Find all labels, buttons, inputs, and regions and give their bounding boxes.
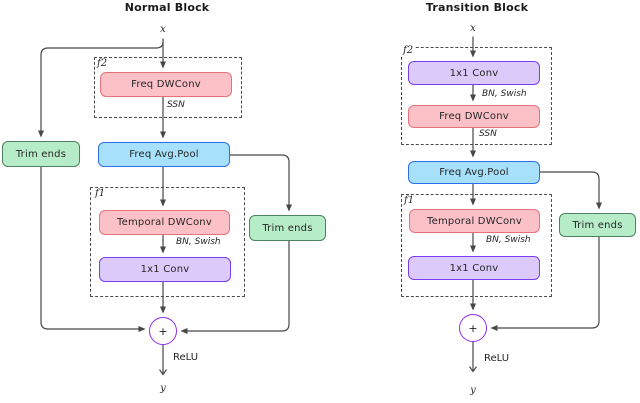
- normal-f2-label: f2: [97, 58, 108, 69]
- normal-temporal-dwconv-box: Temporal DWConv: [99, 210, 230, 235]
- normal-freq-dwconv-box: Freq DWConv: [100, 72, 232, 97]
- transition-f1-label: f1: [404, 195, 415, 206]
- transition-trim-ends-box: Trim ends: [559, 213, 636, 237]
- normal-trim-ends-right-box: Trim ends: [249, 215, 326, 241]
- transition-output-label: y: [470, 385, 476, 396]
- normal-right-skip-bottom: [180, 240, 290, 334]
- normal-f1-group: [90, 187, 245, 297]
- transition-f1-group: [401, 194, 552, 297]
- transition-input-label: x: [470, 23, 476, 34]
- transition-freq-dwconv-box: Freq DWConv: [408, 105, 540, 128]
- transition-skip-bottom: [490, 236, 600, 331]
- normal-right-skip-top: [229, 154, 292, 212]
- transition-1x1-conv-top-box: 1x1 Conv: [408, 61, 540, 85]
- transition-f2-group: [401, 47, 552, 145]
- transition-f2-label: f2: [401, 45, 416, 56]
- transition-skip-top: [539, 171, 602, 210]
- transition-relu-label: ReLU: [484, 353, 510, 364]
- normal-trim-ends-left-box: Trim ends: [2, 141, 80, 167]
- transition-bn-swish-top-label: BN, Swish: [482, 89, 527, 99]
- transition-sum-node: +: [459, 314, 487, 342]
- normal-f1-label: f1: [95, 188, 106, 199]
- transition-temporal-dwconv-box: Temporal DWConv: [409, 209, 540, 233]
- transition-1x1-conv-bottom-box: 1x1 Conv: [408, 256, 540, 280]
- transition-ssn-label: SSN: [479, 129, 497, 139]
- normal-relu-label: ReLU: [173, 352, 199, 363]
- normal-left-skip-bottom: [40, 166, 146, 332]
- transition-block-title: Transition Block: [425, 1, 529, 14]
- normal-block-title: Normal Block: [124, 1, 210, 14]
- normal-1x1-conv-box: 1x1 Conv: [99, 257, 231, 282]
- normal-ssn-label: SSN: [167, 100, 185, 110]
- transition-bn-swish-bottom-label: BN, Swish: [486, 235, 531, 245]
- normal-bn-swish-label: BN, Swish: [176, 237, 221, 247]
- normal-f2-group: [94, 57, 242, 118]
- normal-freq-avg-pool-box: Freq Avg.Pool: [98, 142, 230, 167]
- normal-output-label: y: [160, 383, 166, 394]
- normal-input-label: x: [160, 24, 166, 35]
- transition-freq-avg-pool-box: Freq Avg.Pool: [408, 161, 540, 184]
- normal-sum-node: +: [149, 317, 177, 345]
- normal-left-skip-top: [38, 41, 164, 138]
